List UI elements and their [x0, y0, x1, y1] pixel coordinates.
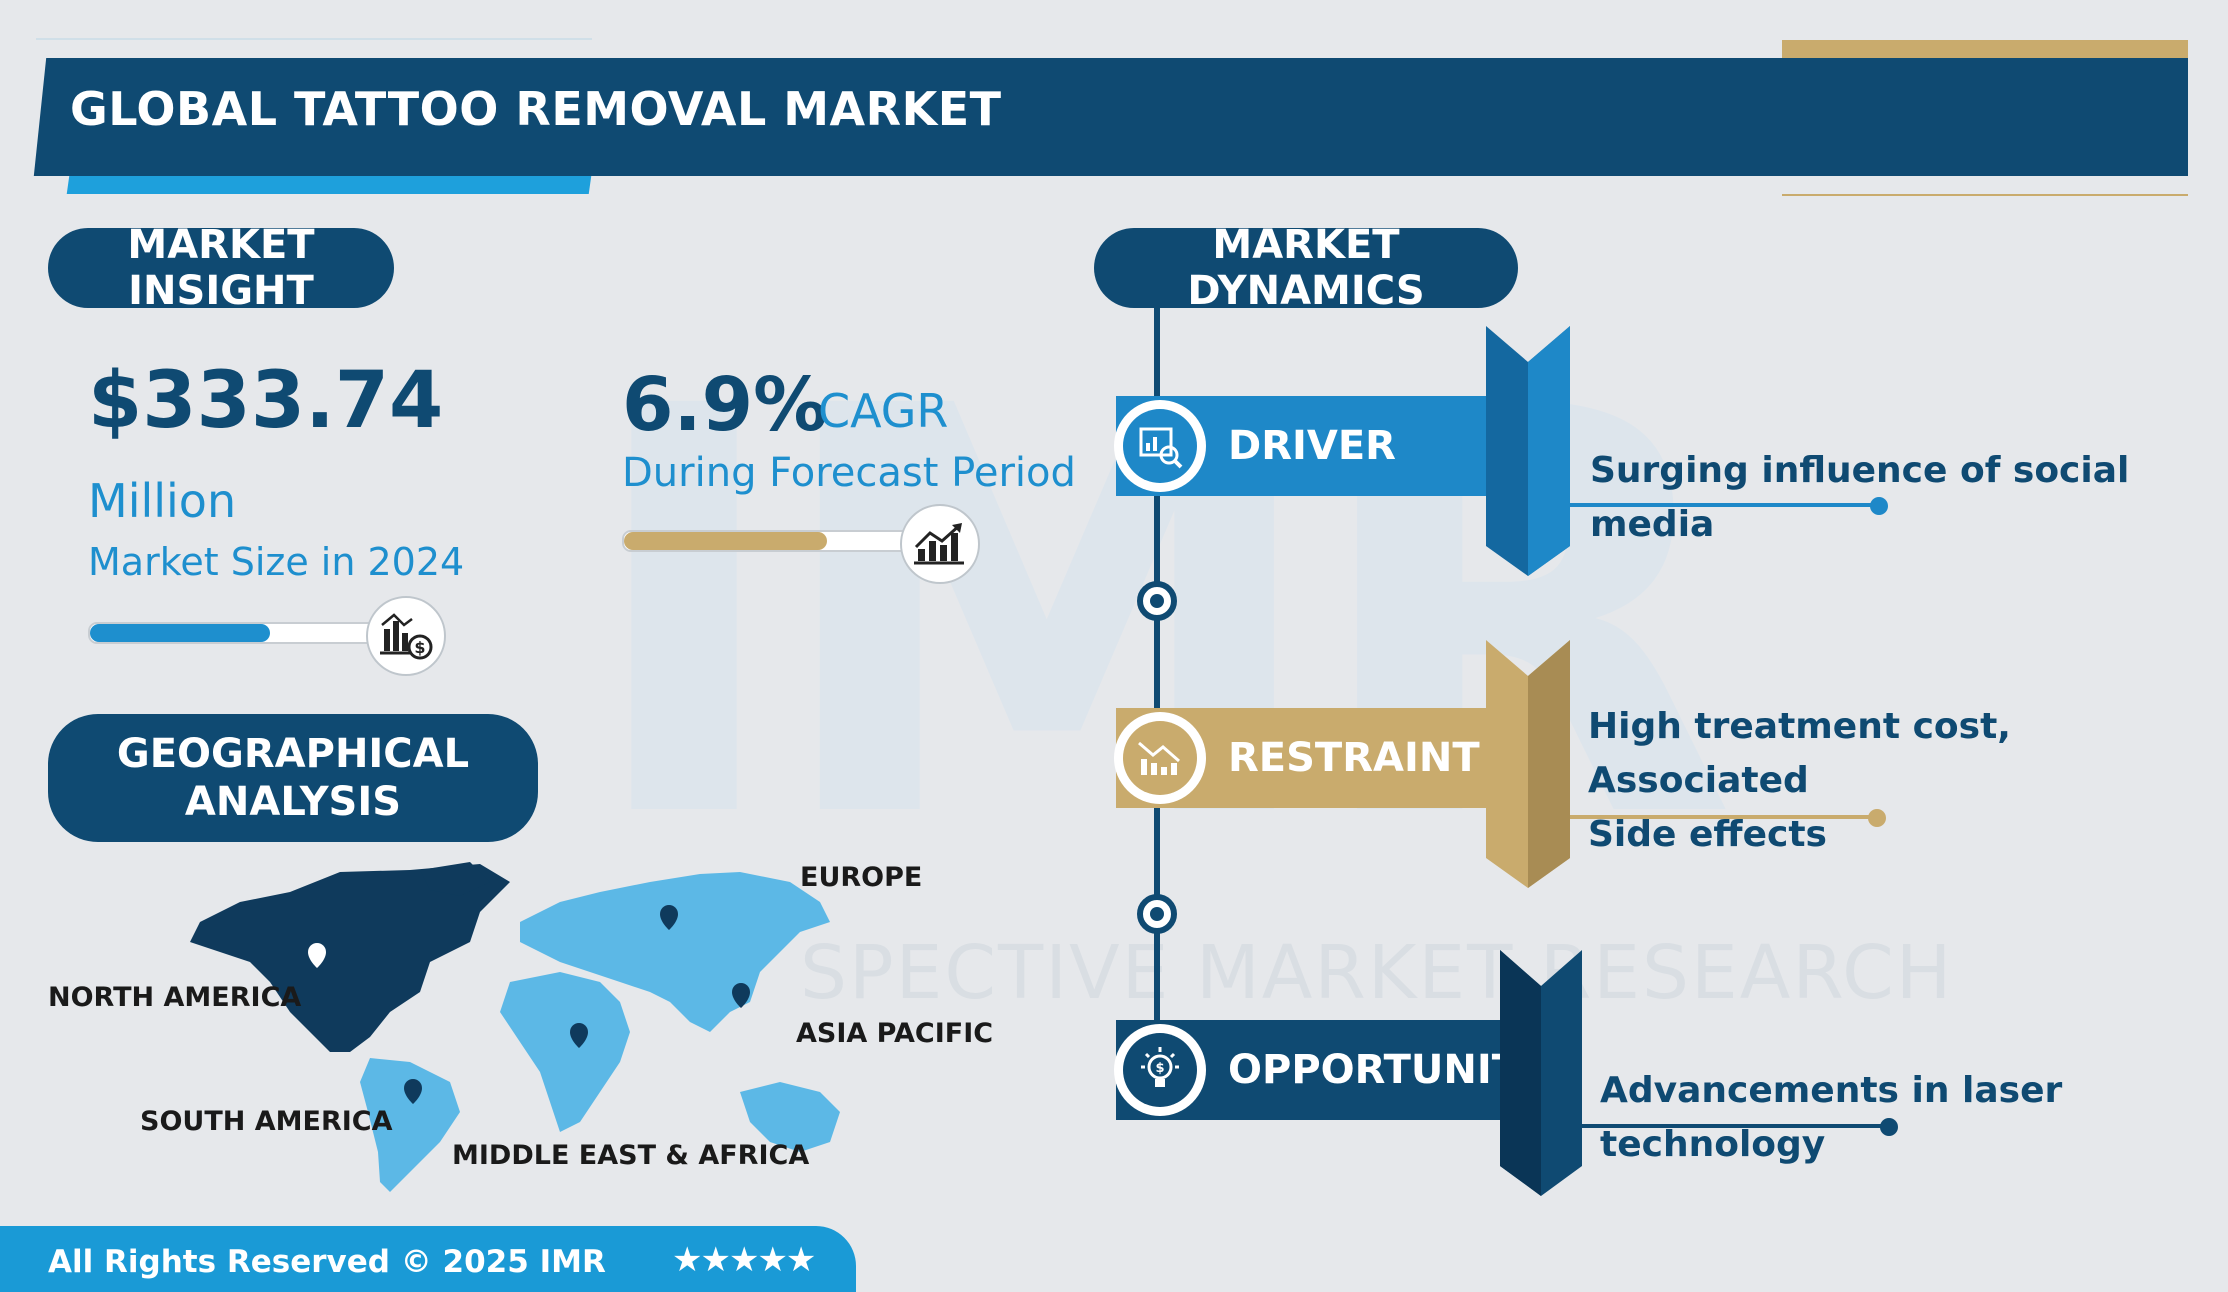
north-america-shape — [190, 864, 510, 1052]
driver-text: Surging influence of social media — [1590, 450, 2130, 545]
geo-heading-line1: GEOGRAPHICAL — [116, 731, 470, 777]
opportunity-chevron — [1500, 950, 1582, 1196]
south-america-shape — [360, 1058, 460, 1192]
restraint-dot — [1868, 809, 1886, 827]
driver-underline — [1570, 503, 1880, 507]
footer-copyright: All Rights Reserved © 2025 IMR — [48, 1244, 606, 1280]
restraint-text-line1: High treatment cost, Associated — [1588, 706, 2011, 801]
footer-bar — [0, 1226, 856, 1292]
restraint-underline — [1570, 815, 1880, 819]
label-asia-pacific: ASIA PACIFIC — [796, 1018, 994, 1049]
timeline-node-2 — [1137, 894, 1177, 934]
geo-heading-line2: ANALYSIS — [184, 779, 402, 825]
analytics-icon — [1123, 409, 1197, 483]
idea-bulb-icon: $ — [1123, 1033, 1197, 1107]
north-america-pin — [308, 943, 326, 968]
label-north-america: NORTH AMERICA — [48, 982, 302, 1013]
driver-dot — [1870, 497, 1888, 515]
cagr-bar-fill — [624, 532, 827, 550]
label-middle-east-africa: MIDDLE EAST & AFRICA — [452, 1140, 810, 1171]
cagr-period-label: During Forecast Period — [622, 450, 1076, 496]
opportunity-dot — [1880, 1118, 1898, 1136]
asia-pacific-pin — [732, 983, 750, 1008]
label-europe: EUROPE — [800, 862, 923, 893]
decline-chart-icon — [1123, 721, 1197, 795]
africa-pin — [570, 1023, 588, 1048]
growth-chart-icon — [900, 504, 980, 584]
opportunity-label: OPPORTUNITY — [1228, 1047, 1549, 1093]
restraint-text-line2: Side effects — [1588, 814, 1827, 855]
market-size-bar — [88, 622, 382, 644]
page-title: GLOBAL TATTOO REMOVAL MARKET — [70, 82, 1002, 136]
market-size-value: $333.74 — [88, 356, 444, 446]
market-insight-heading: MARKET INSIGHT — [48, 222, 394, 314]
restraint-label: RESTRAINT — [1228, 735, 1480, 781]
europe-pin — [660, 905, 678, 930]
header-gold-line — [1782, 194, 2188, 196]
restraint-chevron — [1486, 640, 1570, 888]
watermark-text: SPECTIVE MARKET RESEARCH — [800, 930, 1954, 1016]
svg-text:$: $ — [414, 638, 425, 657]
label-south-america: SOUTH AMERICA — [140, 1106, 393, 1137]
dynamics-timeline — [1154, 308, 1160, 1088]
world-map — [190, 862, 840, 1192]
svg-text:$: $ — [1155, 1061, 1164, 1076]
restraint-text: High treatment cost, Associated Side eff… — [1588, 700, 2228, 862]
cagr-value: 6.9% — [622, 362, 828, 448]
driver-chevron — [1486, 326, 1570, 576]
cagr-label: CAGR — [818, 384, 949, 438]
header-blue-accent — [66, 176, 592, 194]
footer-rating-stars: ★★★★★ — [672, 1240, 816, 1280]
opportunity-icon-wrap: $ — [1114, 1024, 1206, 1116]
chart-dollar-icon: $ — [366, 596, 446, 676]
cagr-bar — [622, 530, 916, 552]
eurasia-shape — [520, 872, 830, 1032]
driver-label: DRIVER — [1228, 423, 1396, 469]
opportunity-text: Advancements in laser technology — [1600, 1070, 2063, 1165]
africa-shape — [500, 972, 630, 1132]
header-bar — [52, 58, 2188, 176]
australia-shape — [740, 1082, 840, 1152]
opportunity-underline — [1582, 1124, 1892, 1128]
market-size-unit: Million — [88, 474, 237, 528]
restraint-icon-wrap — [1114, 712, 1206, 804]
market-size-label: Market Size in 2024 — [88, 540, 465, 584]
market-dynamics-heading: MARKET DYNAMICS — [1094, 222, 1518, 314]
timeline-node-1 — [1137, 581, 1177, 621]
south-america-pin — [404, 1079, 422, 1104]
geographical-analysis-heading: GEOGRAPHICAL ANALYSIS — [48, 714, 538, 842]
driver-icon-wrap — [1114, 400, 1206, 492]
header-top-line — [36, 38, 592, 40]
header-gold-accent — [1782, 40, 2188, 58]
market-size-bar-fill — [90, 624, 270, 642]
